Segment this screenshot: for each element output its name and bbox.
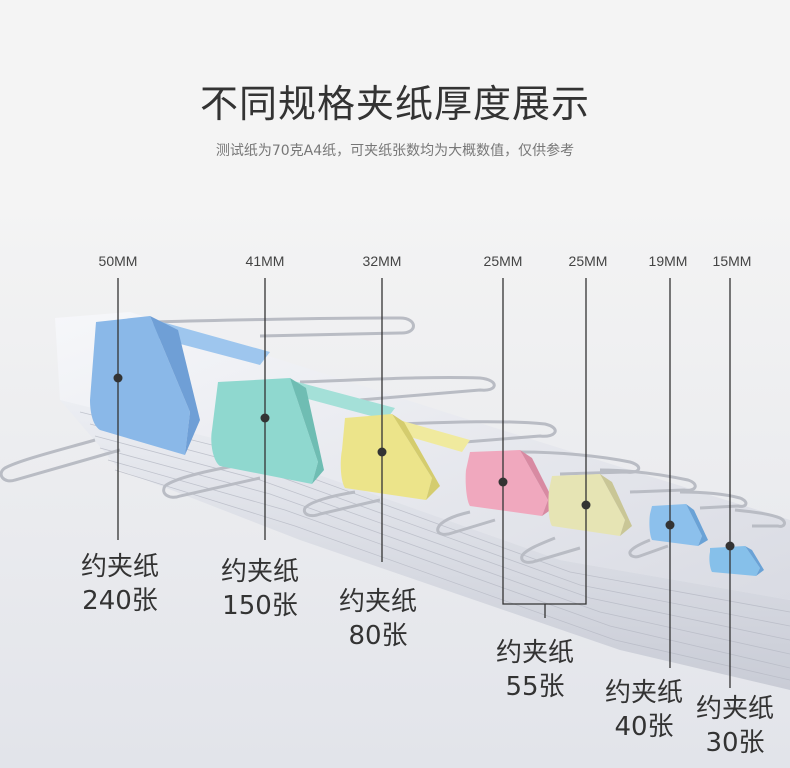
size-label-15mm: 15MM: [712, 253, 752, 269]
caption-text: 约夹纸: [695, 694, 775, 724]
leader-dots: [113, 373, 735, 551]
caption-count: 80张: [348, 621, 408, 651]
caption-count: 40张: [614, 712, 674, 742]
size-label-50mm: 50MM: [98, 253, 138, 269]
page-subtitle: 测试纸为70克A4纸，可夹纸张数均为大概数值，仅供参考: [215, 143, 575, 159]
caption-count: 150张: [222, 591, 298, 621]
caption-count: 30张: [705, 728, 765, 758]
caption-count: 240张: [82, 586, 158, 616]
clip-32mm: [302, 414, 557, 518]
clip-50mm: [0, 316, 415, 483]
capacity-caption-50mm: 约夹纸 240张: [81, 550, 159, 618]
caption-count: 55张: [505, 672, 565, 702]
caption-text: 约夹纸: [220, 557, 300, 587]
size-label-25mm-b: 25MM: [568, 253, 608, 269]
size-label-41mm: 41MM: [245, 253, 285, 269]
size-label-32mm: 32MM: [362, 253, 402, 269]
paper-stack-edge: [60, 400, 790, 690]
size-label-25mm-a: 25MM: [483, 253, 523, 269]
caption-text: 约夹纸: [604, 678, 684, 708]
caption-text: 约夹纸: [80, 552, 160, 582]
capacity-caption-41mm: 约夹纸 150张: [221, 555, 299, 623]
capacity-caption-32mm: 约夹纸 80张: [339, 585, 417, 653]
capacity-caption-25mm: 约夹纸 55张: [496, 636, 574, 704]
size-label-19mm: 19MM: [648, 253, 688, 269]
capacity-caption-15mm: 约夹纸 30张: [696, 692, 774, 760]
caption-text: 约夹纸: [495, 638, 575, 668]
clip-15mm: [709, 508, 786, 576]
leader-lines: [117, 278, 731, 688]
clip-19mm: [628, 490, 748, 559]
page-title: 不同规格夹纸厚度展示: [199, 82, 590, 126]
capacity-caption-19mm: 约夹纸 40张: [605, 676, 683, 744]
binder-clips-photo: [0, 200, 790, 768]
caption-text: 约夹纸: [338, 587, 418, 617]
